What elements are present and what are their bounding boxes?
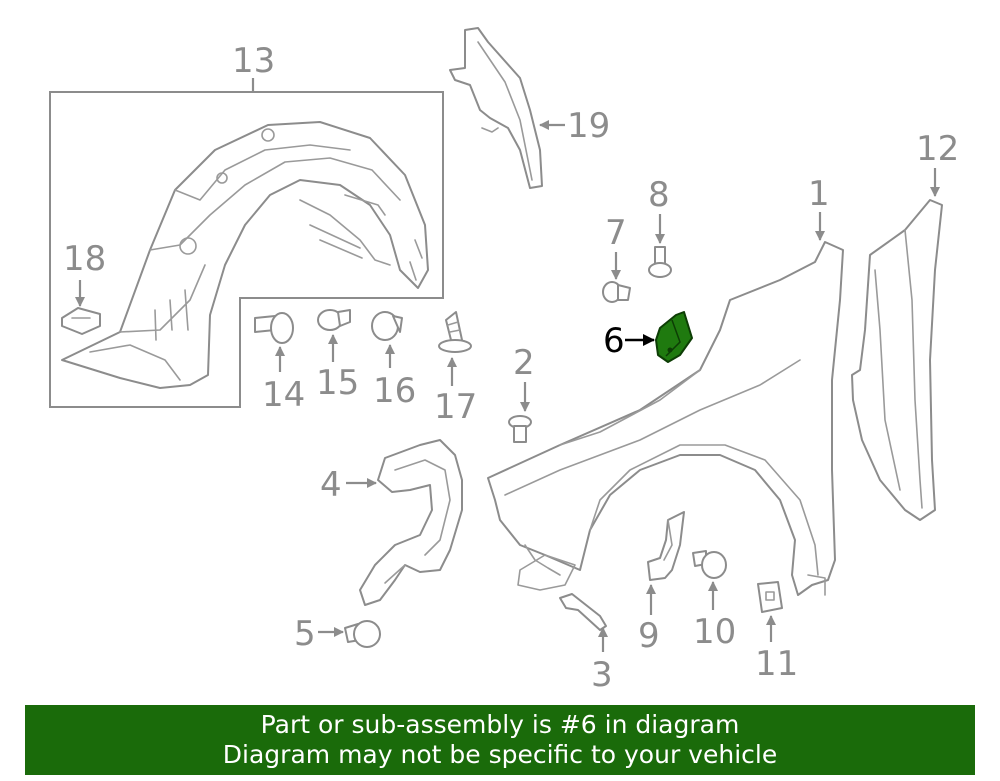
- label-11: 11: [755, 644, 798, 684]
- part-6-bracket-highlighted: 6: [603, 311, 693, 363]
- banner-line-part: Part or sub-assembly is #6 in diagram: [260, 710, 740, 739]
- label-9: 9: [638, 616, 660, 656]
- label-19: 19: [567, 106, 610, 146]
- banner-line-disclaimer: Diagram may not be specific to your vehi…: [222, 740, 778, 769]
- label-16: 16: [373, 371, 416, 411]
- part-2-bolt: 2: [508, 343, 535, 443]
- label-8: 8: [648, 175, 670, 215]
- part-7-clip: 7: [602, 213, 631, 303]
- label-4: 4: [320, 465, 342, 505]
- label-5: 5: [294, 614, 316, 654]
- part-11-nut: 11: [755, 581, 798, 684]
- notice-banner: Part or sub-assembly is #6 in diagram Di…: [25, 705, 975, 775]
- part-17-screw: 17: [434, 311, 477, 427]
- label-10: 10: [693, 612, 736, 652]
- part-10-clip: 10: [692, 550, 736, 652]
- part-19-bracket: 19: [449, 27, 610, 189]
- part-8-bolt: 8: [648, 175, 672, 278]
- liner-group-box: [49, 91, 444, 408]
- label-14: 14: [262, 375, 305, 415]
- part-14-grommet: 14: [254, 312, 305, 415]
- label-13: 13: [232, 41, 275, 81]
- label-12: 12: [916, 129, 959, 169]
- label-18: 18: [63, 239, 106, 279]
- part-12-seal: 12: [851, 129, 959, 521]
- part-1-fender: 1: [487, 174, 844, 596]
- part-3-pin: 3: [559, 593, 613, 695]
- label-7: 7: [605, 213, 627, 253]
- part-16-clip: 16: [371, 311, 416, 411]
- inner-fender-liner-drawing: [61, 121, 429, 389]
- parts-diagram: 18 13 14 15 16 17 19: [49, 27, 959, 695]
- part-5-clip: 5: [294, 614, 381, 654]
- label-1: 1: [808, 174, 830, 214]
- part-4-bracket: 4: [320, 439, 463, 606]
- label-2: 2: [513, 343, 535, 383]
- label-6: 6: [603, 321, 625, 361]
- label-17: 17: [434, 387, 477, 427]
- part-15-clip: 15: [316, 309, 359, 403]
- label-15: 15: [316, 363, 359, 403]
- label-3: 3: [591, 655, 613, 695]
- part-9-bracket: 9: [638, 511, 685, 656]
- part-18-clip: 18: [61, 239, 106, 335]
